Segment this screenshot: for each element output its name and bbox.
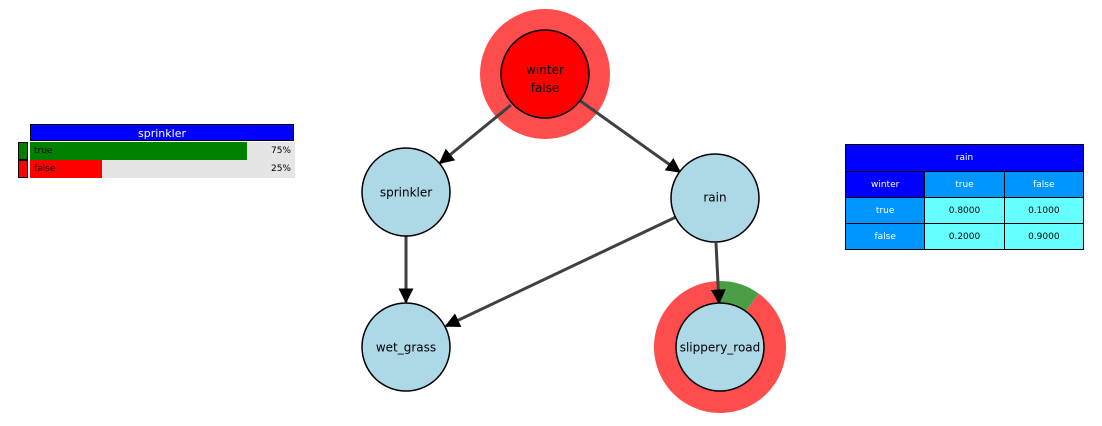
cpt-column-true: true [924, 171, 1005, 198]
marginal-bar-track: true 75% [30, 142, 295, 160]
cpt-title: rain [845, 144, 1084, 172]
marginal-row-true: true 75% [18, 142, 295, 160]
marginal-panel-title: sprinkler [30, 124, 294, 141]
node-winter-evidence: false [531, 81, 560, 95]
node-rain[interactable]: rain [670, 153, 760, 243]
node-sprinkler-label: sprinkler [380, 186, 432, 200]
edge-rain-slippery-road [710, 242, 726, 305]
marginal-bar-true [30, 142, 247, 160]
edge-winter-rain [578, 98, 682, 174]
marginal-row-false: false 25% [18, 160, 295, 178]
node-winter-label: winter [526, 63, 564, 77]
edge-rain-wet-grass [444, 215, 677, 328]
cpt-row: true 0.8000 0.1000 [844, 197, 1085, 224]
cpt-row-label: false [844, 223, 926, 250]
marginal-label-false: false [34, 164, 56, 174]
cpt-table-rain: rain winter true false true 0.8000 0.100… [844, 144, 1085, 250]
node-wet-grass-label: wet_grass [376, 341, 436, 355]
node-slippery-road[interactable]: slippery_road [675, 302, 765, 392]
node-rain-label: rain [703, 191, 726, 205]
marginal-swatch-true [18, 142, 28, 160]
node-wet-grass[interactable]: wet_grass [361, 302, 451, 392]
node-sprinkler[interactable]: sprinkler [361, 147, 451, 237]
cpt-row: false 0.2000 0.9000 [844, 223, 1085, 250]
edge-winter-sprinkler [438, 103, 512, 165]
marginal-bar-false [30, 160, 103, 178]
cpt-column-false: false [1003, 171, 1085, 198]
node-slippery-road-label: slippery_road [680, 341, 761, 355]
marginal-bar-track: false 25% [30, 160, 295, 178]
marginal-percent-false: 25% [270, 164, 291, 174]
cpt-row-label: true [844, 197, 926, 224]
marginal-percent-true: 75% [270, 146, 291, 156]
cpt-cell: 0.1000 [1003, 197, 1085, 224]
cpt-cell: 0.2000 [924, 223, 1005, 250]
marginal-label-true: true [34, 146, 53, 156]
cpt-cell: 0.9000 [1003, 223, 1085, 250]
cpt-cell: 0.8000 [924, 197, 1005, 224]
cpt-parent-header: winter [844, 171, 926, 198]
node-winter[interactable]: winter false [500, 29, 590, 119]
marginal-swatch-false [18, 160, 28, 178]
